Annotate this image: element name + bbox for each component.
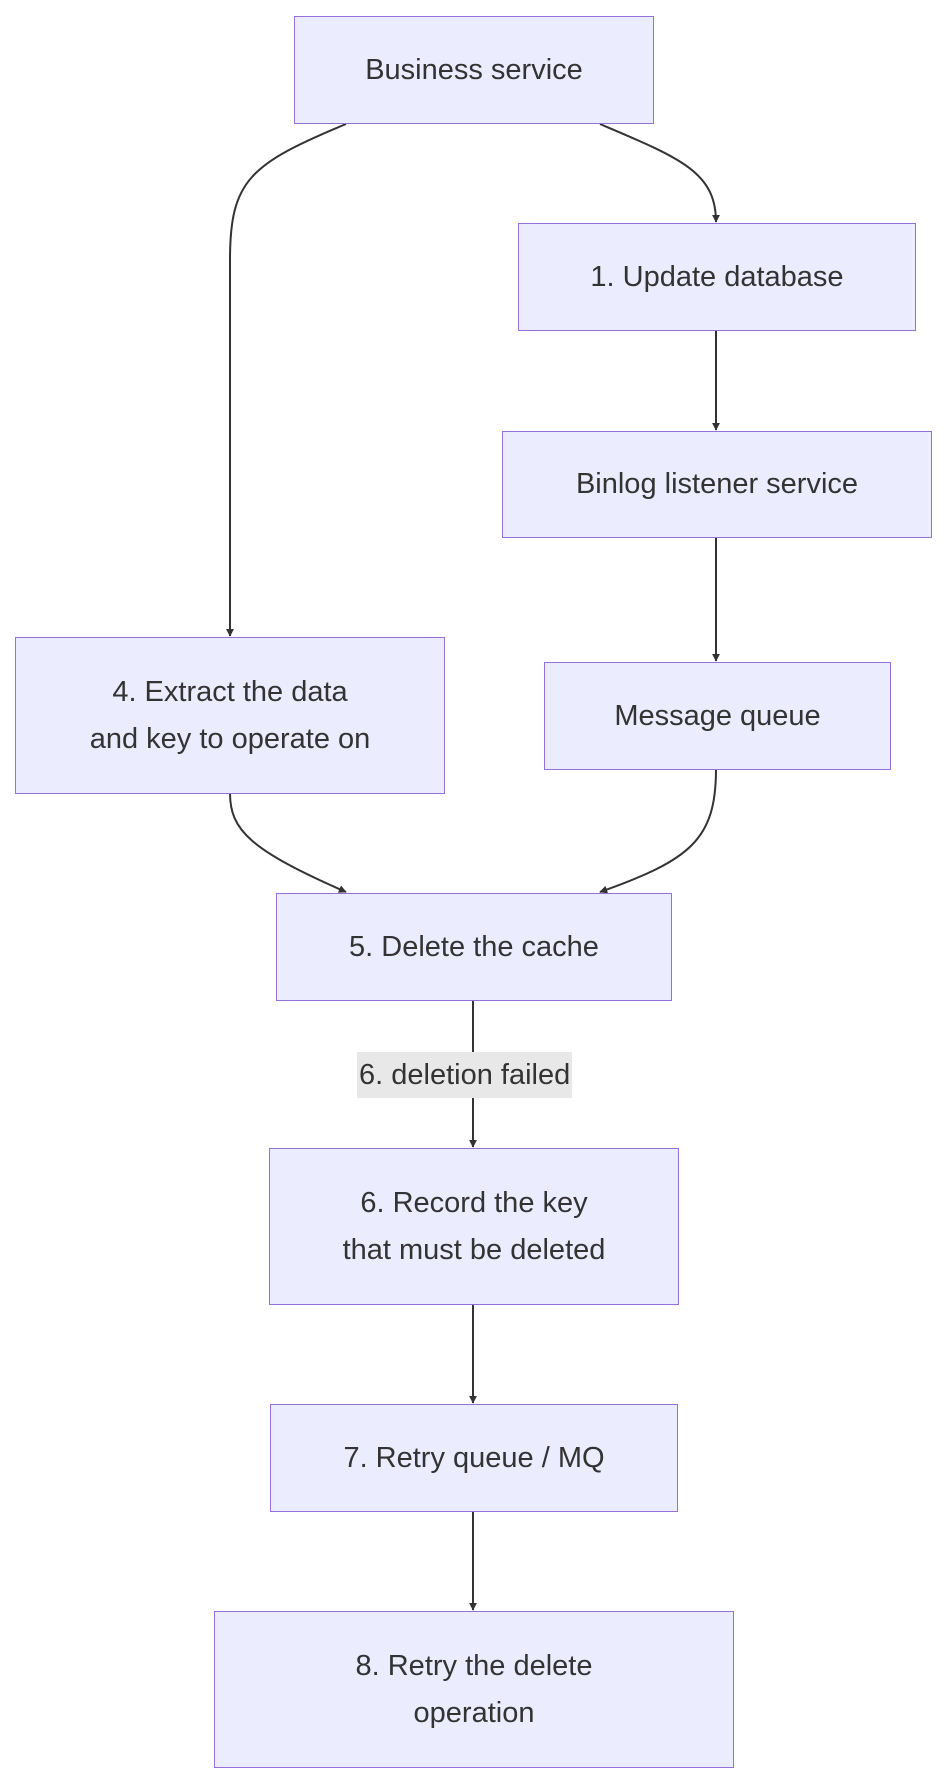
node-label-line: Message queue <box>614 699 821 732</box>
node-label-line: operation <box>413 1696 535 1729</box>
node-label-line: 4. Extract the data <box>112 675 348 708</box>
node-record-key: 6. Record the key that must be deleted <box>269 1148 679 1305</box>
node-retry-delete: 8. Retry the delete operation <box>214 1611 734 1768</box>
node-retry-queue: 7. Retry queue / MQ <box>270 1404 678 1512</box>
node-label-line: 8. Retry the delete <box>355 1649 593 1682</box>
node-extract-data: 4. Extract the data and key to operate o… <box>15 637 445 794</box>
edge-label-deletion-failed: 6. deletion failed <box>357 1052 573 1098</box>
node-label-line: 1. Update database <box>590 260 844 293</box>
edge-business-to-update <box>599 123 720 223</box>
edge-mq-to-delete <box>599 768 717 894</box>
node-label-line: that must be deleted <box>342 1233 606 1266</box>
edge-business-to-extract <box>226 123 347 637</box>
node-label-line: Binlog listener service <box>575 468 859 500</box>
node-update-database: 1. Update database <box>518 223 916 331</box>
node-label-line: 6. Record the key <box>360 1186 588 1219</box>
node-business-service: Business service <box>294 16 654 124</box>
node-binlog-listener: Binlog listener service <box>502 431 932 538</box>
node-label-line: 7. Retry queue / MQ <box>343 1441 605 1474</box>
edge-extract-to-delete <box>229 792 347 893</box>
node-label-line: Business service <box>365 53 583 86</box>
node-label-line: 5. Delete the cache <box>349 930 599 963</box>
node-label-line: and key to operate on <box>89 722 371 755</box>
node-message-queue: Message queue <box>544 662 891 770</box>
node-delete-cache: 5. Delete the cache <box>276 893 672 1001</box>
